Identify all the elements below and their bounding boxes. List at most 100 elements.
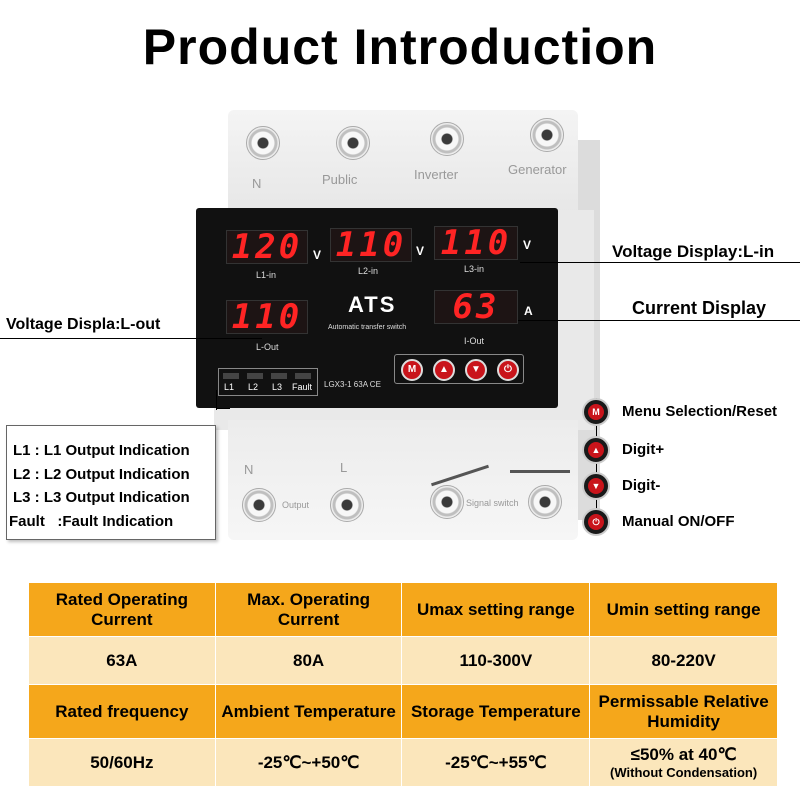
terminal-label-generator: Generator bbox=[508, 162, 567, 177]
power-icon: ⏻ bbox=[582, 508, 610, 536]
table-row: 50/60Hz -25℃~+50℃ -25℃~+55℃ ≤50% at 40℃ … bbox=[28, 738, 778, 787]
spec-value: -25℃~+50℃ bbox=[214, 738, 403, 787]
terminal-screw bbox=[430, 122, 464, 156]
indicator-led-l3 bbox=[271, 373, 287, 379]
legend-connector-line bbox=[216, 408, 230, 409]
triangle-up-icon: ▲ bbox=[582, 436, 610, 464]
terminal-screw bbox=[530, 118, 564, 152]
display-l3-in: 110 bbox=[434, 226, 518, 260]
up-glyph: ▲ bbox=[588, 442, 604, 458]
unit-l2-in: V bbox=[416, 244, 425, 258]
digit-plus-label: Digit+ bbox=[622, 441, 665, 458]
panel-button-group: M ▲ ▼ ⏻ bbox=[394, 354, 524, 384]
callout-voltage-in: Voltage Display:L-in bbox=[612, 242, 775, 261]
spec-table: Rated Operating Current Max. Operating C… bbox=[28, 582, 778, 787]
signal-switch-label: Signal switch bbox=[466, 498, 519, 508]
spec-header: Umax setting range bbox=[401, 582, 591, 637]
terminal-screw bbox=[246, 126, 280, 160]
indicator-led-l2 bbox=[247, 373, 263, 379]
terminal-screw bbox=[336, 126, 370, 160]
spec-value-humidity: ≤50% at 40℃ (Without Condensation) bbox=[589, 738, 778, 787]
spec-header: Permissable Relative Humidity bbox=[589, 684, 778, 739]
spec-header: Max. Operating Current bbox=[214, 582, 403, 637]
spec-value: 80A bbox=[214, 636, 403, 685]
terminal-label-n: N bbox=[252, 176, 262, 191]
callout-line bbox=[0, 338, 262, 339]
legend-item-fault: Fault :Fault Indication bbox=[9, 513, 174, 530]
page-title: Product Introduction bbox=[142, 19, 658, 75]
legend-connector-line bbox=[216, 390, 217, 410]
humidity-value: ≤50% at 40℃ bbox=[630, 745, 737, 764]
legend-item-l3: L3 : L3 Output Indication bbox=[13, 489, 190, 506]
legend-item-l2: L2 : L2 Output Indication bbox=[13, 466, 190, 483]
indicator-label-l2: L2 bbox=[248, 382, 259, 392]
spec-value: -25℃~+55℃ bbox=[401, 738, 591, 787]
spec-header: Rated Operating Current bbox=[28, 582, 216, 637]
indicator-box: L1 L2 L3 Fault bbox=[218, 368, 318, 396]
spec-header: Storage Temperature bbox=[401, 684, 591, 739]
table-row: 63A 80A 110-300V 80-220V bbox=[28, 636, 778, 685]
terminal-screw bbox=[242, 488, 276, 522]
spec-value: 80-220V bbox=[589, 636, 778, 685]
device-bottom-housing bbox=[228, 420, 578, 540]
switch-symbol bbox=[510, 470, 570, 473]
callout-voltage-out: Voltage Displa:L-out bbox=[6, 316, 161, 333]
callout-current: Current Display bbox=[632, 298, 767, 318]
label-l2-in: L2-in bbox=[358, 266, 379, 276]
terminal-screw bbox=[330, 488, 364, 522]
brand-subtitle: Automatic transfer switch bbox=[328, 324, 407, 331]
legend-item-l1: L1 : L1 Output Indication bbox=[13, 442, 190, 459]
indicator-label-l1: L1 bbox=[224, 382, 235, 392]
terminal-label-public: Public bbox=[322, 172, 358, 187]
terminal-label-n-bottom: N bbox=[244, 462, 254, 477]
power-glyph: ⏻ bbox=[588, 514, 604, 530]
display-l1-in: 120 bbox=[226, 230, 308, 264]
label-l-out: L-Out bbox=[256, 342, 279, 352]
unit-i-out: A bbox=[524, 304, 533, 318]
terminal-label-inverter: Inverter bbox=[414, 167, 459, 182]
unit-l1-in: V bbox=[313, 248, 322, 262]
brand-ats: ATS bbox=[348, 292, 397, 317]
display-l2-in: 110 bbox=[330, 228, 412, 262]
table-row: Rated frequency Ambient Temperature Stor… bbox=[28, 684, 778, 739]
callout-line bbox=[518, 320, 800, 321]
spec-header: Umin setting range bbox=[589, 582, 778, 637]
spec-header: Ambient Temperature bbox=[214, 684, 403, 739]
spec-value: 110-300V bbox=[401, 636, 591, 685]
terminal-screw bbox=[528, 485, 562, 519]
model-label: LGX3-1 63A CE bbox=[324, 380, 381, 389]
panel-menu-button[interactable]: M bbox=[401, 359, 423, 381]
indicator-led-fault bbox=[295, 373, 311, 379]
unit-l3-in: V bbox=[523, 238, 532, 252]
panel-down-button[interactable]: ▼ bbox=[465, 359, 487, 381]
terminal-label-l-bottom: L bbox=[340, 460, 348, 475]
indicator-label-l3: L3 bbox=[272, 382, 283, 392]
spec-header: Rated frequency bbox=[28, 684, 216, 739]
triangle-down-icon: ▼ bbox=[582, 472, 610, 500]
power-button-label: Manual ON/OFF bbox=[622, 513, 735, 530]
output-label: Output bbox=[282, 500, 310, 510]
spec-value: 63A bbox=[28, 636, 216, 685]
panel-power-button[interactable]: ⏻ bbox=[497, 359, 519, 381]
indicator-label-fault: Fault bbox=[292, 382, 313, 392]
terminal-screw bbox=[430, 485, 464, 519]
label-l3-in: L3-in bbox=[464, 264, 485, 274]
down-glyph: ▼ bbox=[588, 478, 604, 494]
label-l1-in: L1-in bbox=[256, 270, 277, 280]
menu-button-icon: M bbox=[582, 398, 610, 426]
panel-up-button[interactable]: ▲ bbox=[433, 359, 455, 381]
callout-line bbox=[520, 262, 800, 263]
indicator-legend: L1 : L1 Output Indication L2 : L2 Output… bbox=[6, 425, 216, 540]
device-top-housing bbox=[228, 110, 578, 220]
spec-value: 50/60Hz bbox=[28, 738, 216, 787]
label-i-out: I-Out bbox=[464, 336, 485, 346]
front-panel: 120 V L1-in 110 V L2-in 110 V L3-in 110 … bbox=[196, 208, 558, 408]
table-row: Rated Operating Current Max. Operating C… bbox=[28, 582, 778, 637]
digit-minus-label: Digit- bbox=[622, 477, 661, 494]
display-i-out: 63 bbox=[434, 290, 518, 324]
menu-glyph: M bbox=[588, 404, 604, 420]
indicator-led-l1 bbox=[223, 373, 239, 379]
display-l-out: 110 bbox=[226, 300, 308, 334]
humidity-note: (Without Condensation) bbox=[610, 765, 758, 780]
menu-button-label: Menu Selection/Reset bbox=[622, 403, 778, 420]
